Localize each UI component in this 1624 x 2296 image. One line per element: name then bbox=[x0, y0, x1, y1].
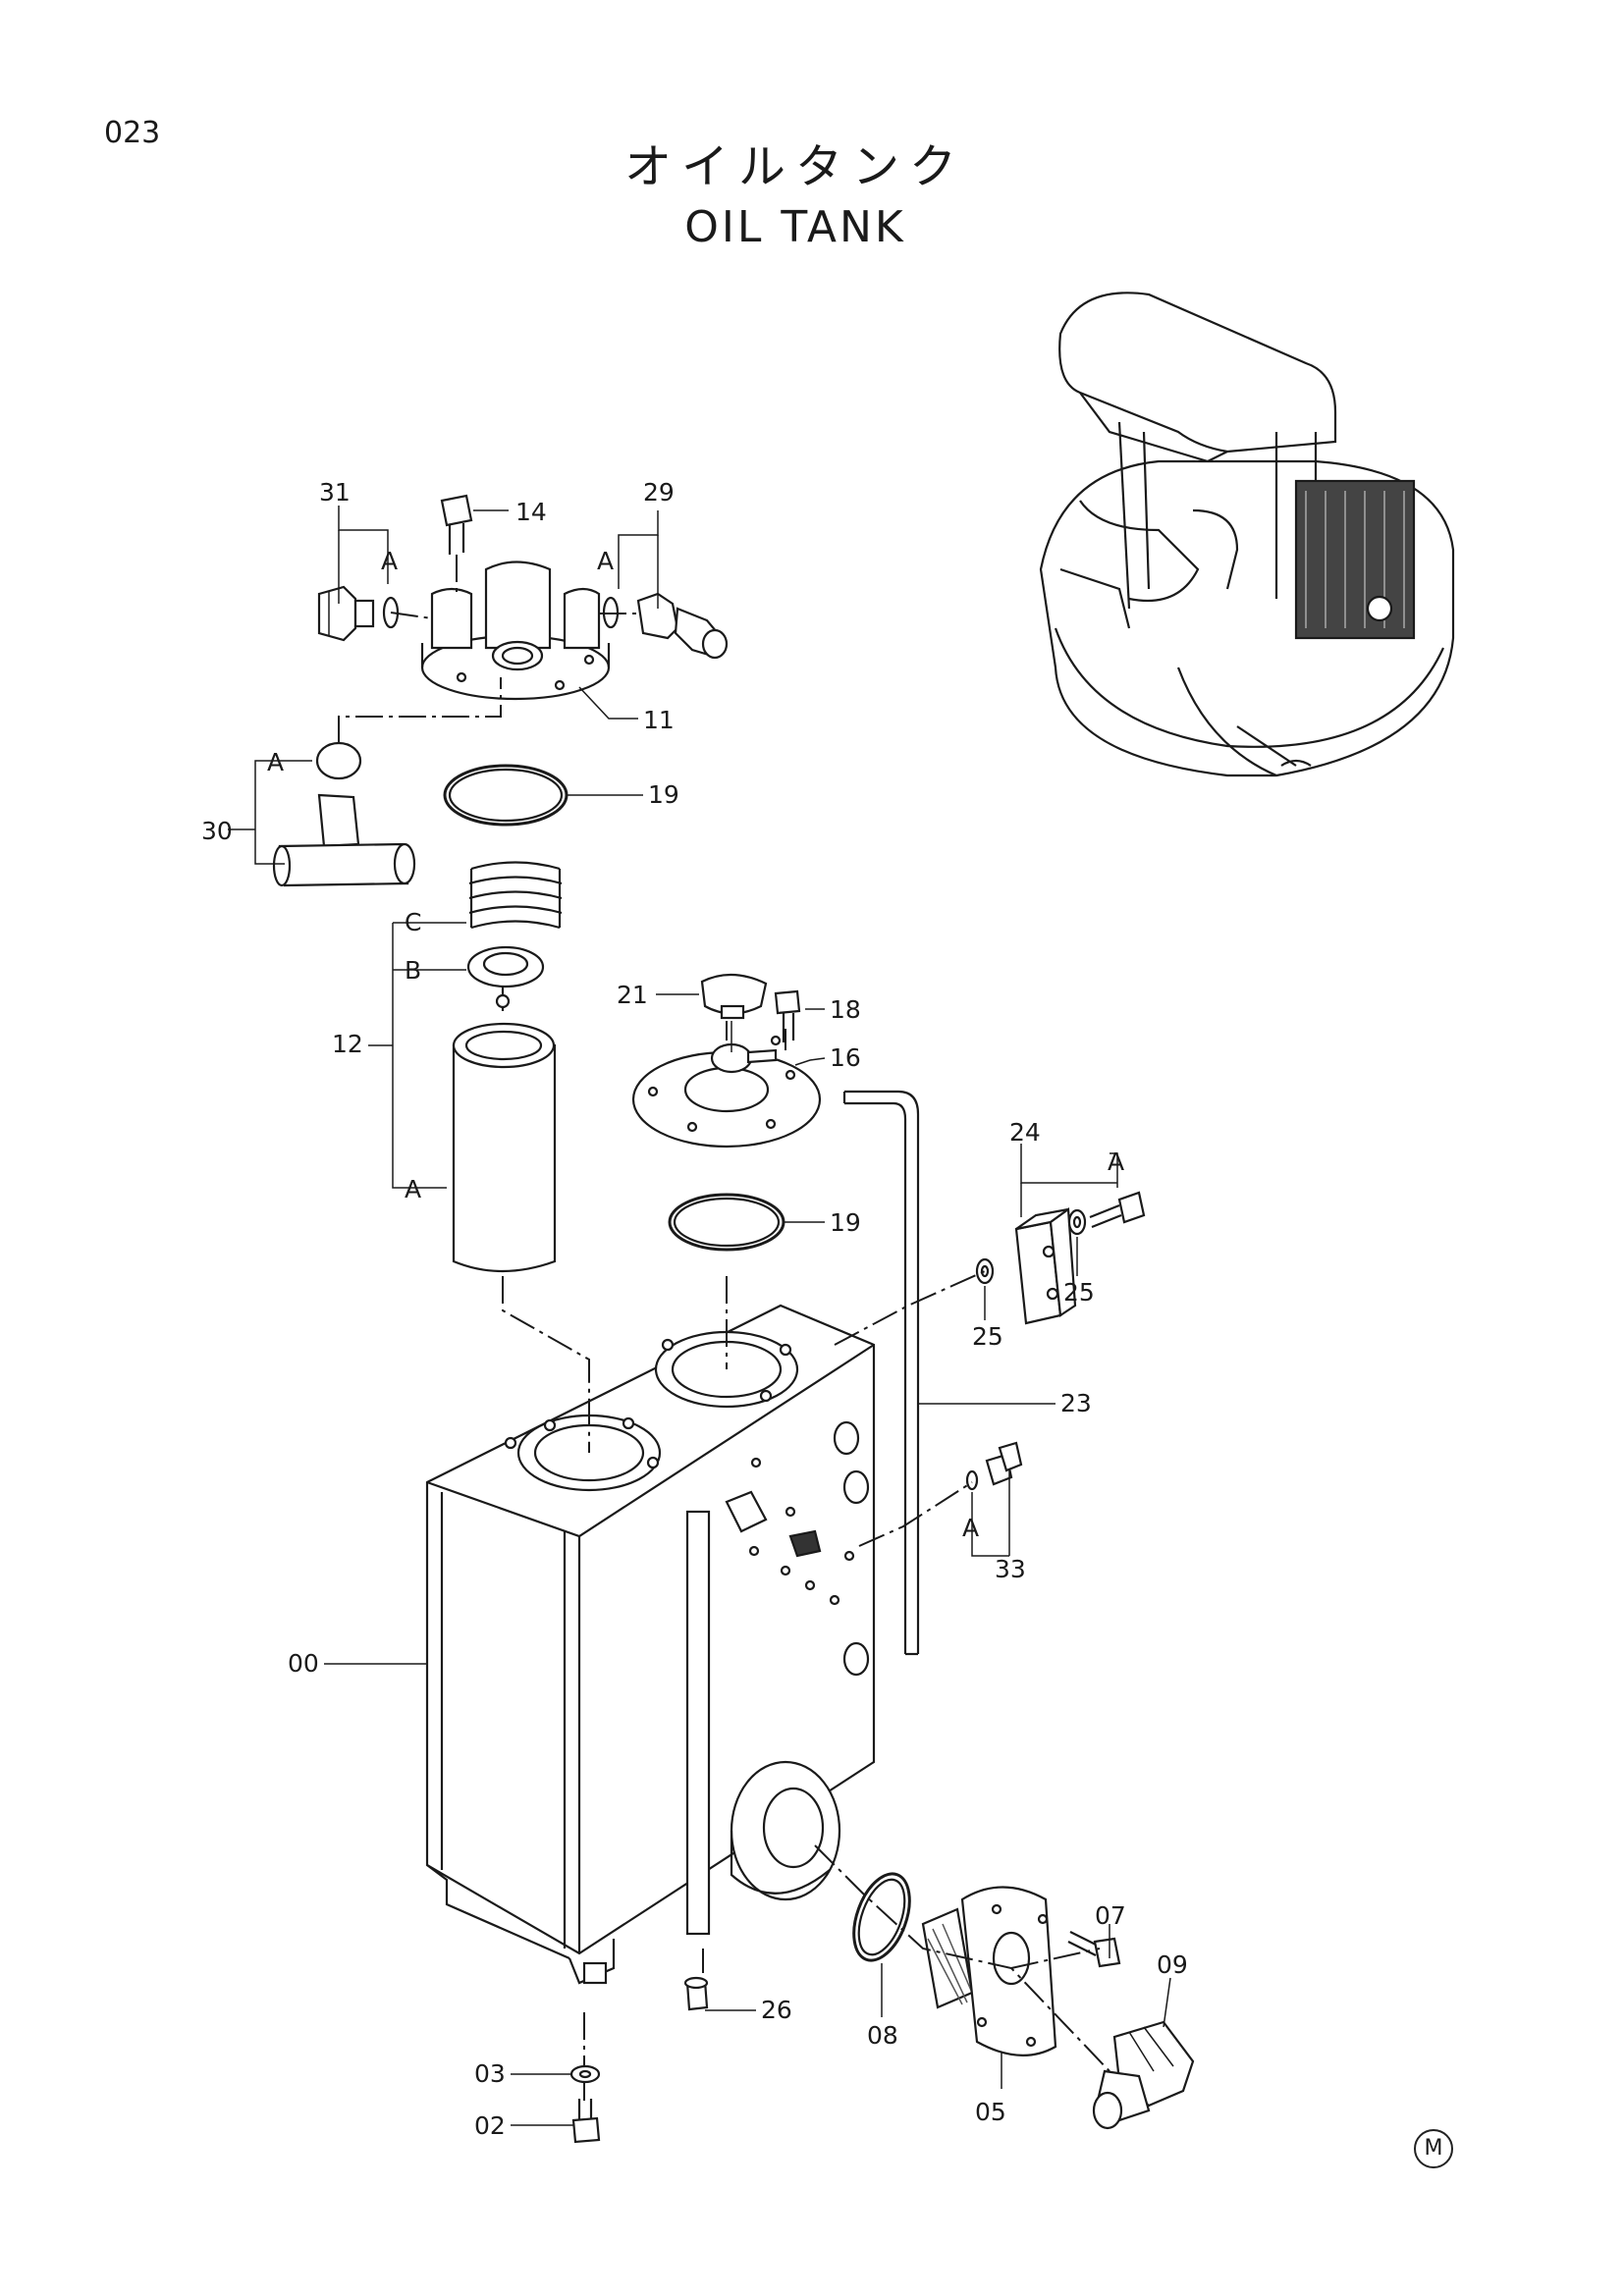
part-19-oring-upper bbox=[443, 764, 568, 827]
assembly-centerlines bbox=[338, 555, 1110, 2101]
callout-00: 00 bbox=[288, 1649, 319, 1678]
part-21-cap bbox=[700, 973, 768, 1020]
part-18-bolt bbox=[774, 989, 801, 1042]
label-a-24: A bbox=[1108, 1148, 1124, 1176]
part-31-fitting bbox=[317, 585, 400, 642]
label-a-31: A bbox=[381, 547, 398, 575]
part-09-elbow bbox=[1092, 2020, 1195, 2130]
callout-18: 18 bbox=[830, 995, 861, 1024]
callout-12: 12 bbox=[332, 1030, 363, 1058]
callout-02: 02 bbox=[474, 2111, 506, 2140]
callout-29: 29 bbox=[643, 478, 675, 507]
sub-letter-labels: A A A C B A A A bbox=[267, 547, 1124, 1542]
label-b-12: B bbox=[405, 956, 421, 985]
callout-16: 16 bbox=[830, 1043, 861, 1072]
part-05-flange-strainer bbox=[921, 1886, 1057, 2056]
part-30-tee-fitting bbox=[272, 793, 416, 887]
machine-overview-sketch bbox=[1039, 292, 1455, 777]
label-a-33: A bbox=[962, 1514, 979, 1542]
callout-19-lower: 19 bbox=[830, 1208, 861, 1237]
callout-24: 24 bbox=[1009, 1118, 1041, 1147]
callout-21: 21 bbox=[617, 981, 648, 1009]
callout-03: 03 bbox=[474, 2059, 506, 2088]
part-11-filter-head bbox=[420, 561, 620, 701]
callout-25-left: 25 bbox=[972, 1322, 1003, 1351]
part-00-tank-body bbox=[425, 1304, 876, 1985]
part-24-bracket bbox=[1014, 1206, 1077, 1325]
part-08-oring bbox=[852, 1872, 911, 1962]
part-29-fitting bbox=[636, 592, 729, 660]
callout-14: 14 bbox=[515, 498, 547, 526]
part-24-bolt bbox=[1089, 1191, 1146, 1229]
label-a-12: A bbox=[405, 1175, 421, 1203]
part-12c-spring bbox=[468, 861, 563, 930]
label-c-12: C bbox=[405, 908, 421, 936]
part-33-plug bbox=[965, 1441, 1023, 1491]
part-12b-valve bbox=[466, 945, 545, 1011]
title-block: オイルタンク OIL TANK bbox=[550, 128, 1041, 252]
part-19-oring-lower bbox=[668, 1193, 785, 1252]
part-16-cover bbox=[631, 1035, 822, 1148]
callout-30: 30 bbox=[201, 817, 233, 845]
part-03-washer bbox=[569, 2064, 601, 2084]
label-a-30: A bbox=[267, 748, 284, 776]
callout-05: 05 bbox=[975, 2098, 1006, 2126]
callout-19-upper: 19 bbox=[648, 780, 679, 809]
part-26-plug bbox=[683, 1976, 709, 2011]
part-23-pipe bbox=[842, 1090, 920, 1656]
callout-23: 23 bbox=[1060, 1389, 1092, 1417]
part-25-washers bbox=[975, 1208, 1087, 1285]
part-a-oring bbox=[315, 741, 362, 780]
part-02-bolt bbox=[571, 2099, 601, 2144]
callout-leader-lines bbox=[228, 506, 1171, 2126]
callout-11: 11 bbox=[643, 706, 675, 734]
manufacturer-mark: M bbox=[1414, 2129, 1453, 2168]
callout-33: 33 bbox=[995, 1555, 1026, 1583]
callout-26: 26 bbox=[761, 1996, 792, 2024]
callout-31: 31 bbox=[319, 478, 351, 507]
page-number: 023 bbox=[104, 116, 161, 150]
part-14-bolt bbox=[440, 494, 473, 555]
title-japanese: オイルタンク bbox=[623, 139, 966, 194]
callout-09: 09 bbox=[1157, 1950, 1188, 1979]
callout-08: 08 bbox=[867, 2021, 898, 2050]
label-a-29: A bbox=[597, 547, 614, 575]
callout-07: 07 bbox=[1095, 1901, 1126, 1930]
callout-25-right: 25 bbox=[1063, 1278, 1095, 1307]
part-12a-filter-element bbox=[452, 1022, 557, 1273]
callout-labels: 31 14 29 11 19 30 12 21 18 16 19 24 25 2… bbox=[201, 478, 1188, 2140]
part-07-bolt bbox=[1067, 1931, 1121, 1968]
title-english: OIL TANK bbox=[684, 202, 906, 252]
